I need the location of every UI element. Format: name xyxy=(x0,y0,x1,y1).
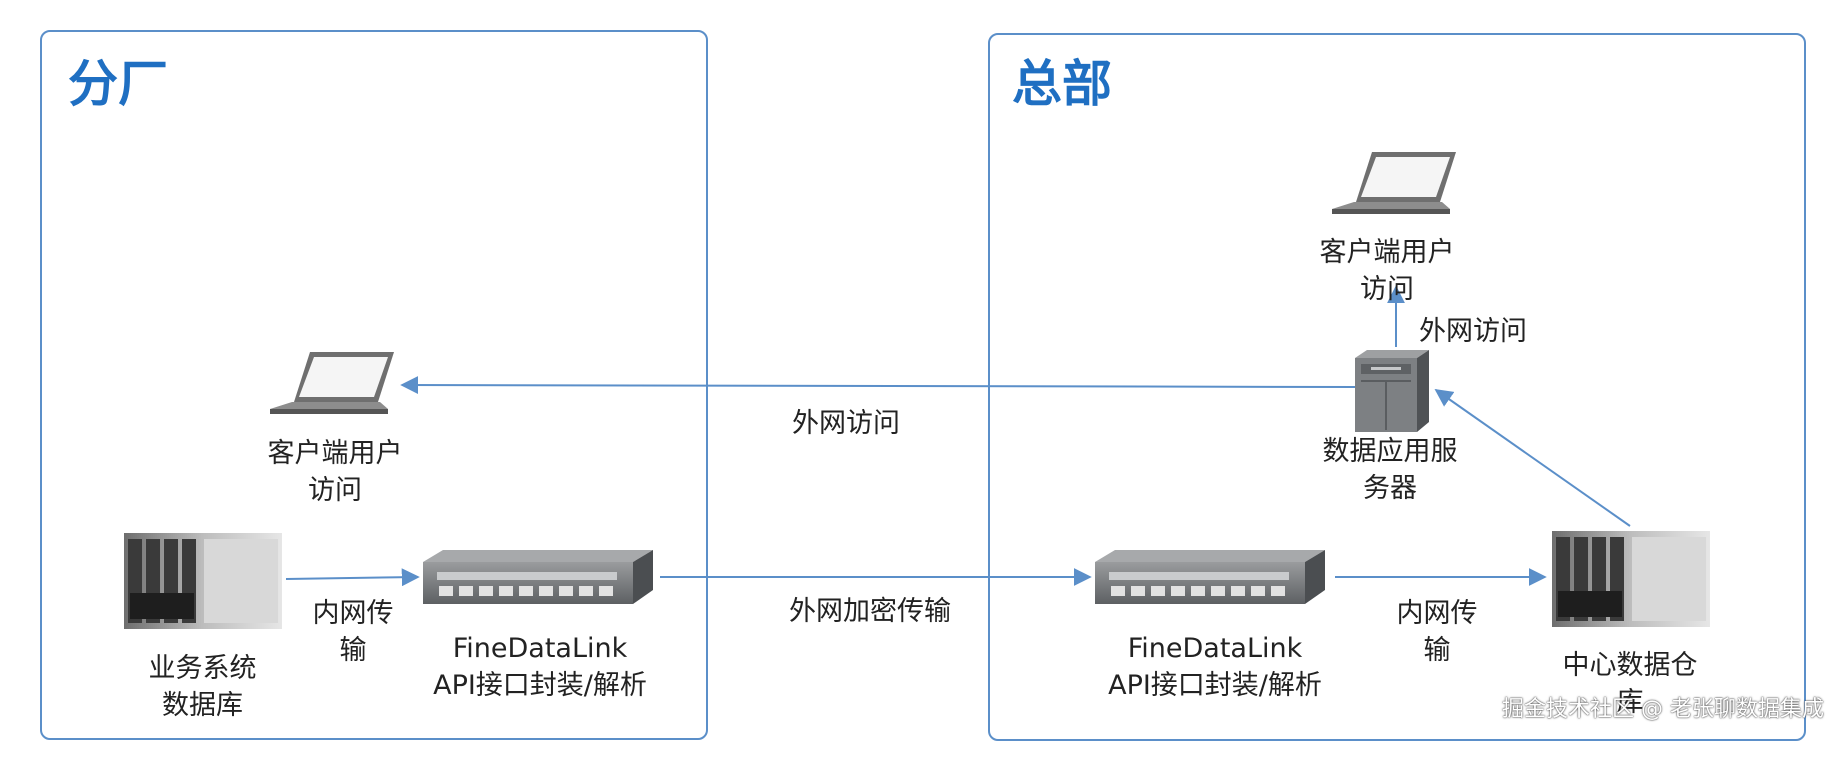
arrows xyxy=(285,285,1631,587)
laptop-icon xyxy=(1332,152,1456,214)
hq-dw-label: 中心数据仓 库 xyxy=(1562,650,1698,718)
branch-client-label: 客户端用户 访问 xyxy=(267,438,403,506)
hq-title: 总部 xyxy=(1012,55,1112,113)
hq-app-server-label: 数据应用服 务器 xyxy=(1322,436,1458,504)
branch-link-label: 内网传 输 xyxy=(312,598,394,666)
middle-encrypted-label: 外网加密传输 xyxy=(789,596,951,627)
server-rack-icon xyxy=(124,533,282,629)
arrow-hq-to-branch-client xyxy=(400,376,1356,395)
branch-fdl-label: FineDataLink API接口封装/解析 xyxy=(433,633,647,701)
arrow-dw-to-app-server xyxy=(1434,388,1631,527)
network-switch-icon xyxy=(423,550,653,604)
middle-ext-access-label: 外网访问 xyxy=(792,408,900,439)
server-cabinet-icon xyxy=(1355,350,1429,432)
server-rack-icon xyxy=(1552,531,1710,627)
branch-title: 分厂 xyxy=(68,55,168,113)
hq-fdl-label: FineDataLink API接口封装/解析 xyxy=(1108,633,1322,701)
hq-client-label: 客户端用户 访问 xyxy=(1319,237,1455,305)
laptop-icon xyxy=(270,352,394,414)
branch-db-label: 业务系统 数据库 xyxy=(148,653,257,721)
watermark: 掘金技术社区 @ 老张聊数据集成 xyxy=(1502,697,1824,722)
hq-link-label: 内网传 输 xyxy=(1396,598,1478,666)
network-switch-icon xyxy=(1095,550,1325,604)
arrow-branch-db-to-fdl xyxy=(285,568,420,587)
hq-ext-access-label: 外网访问 xyxy=(1419,316,1527,347)
